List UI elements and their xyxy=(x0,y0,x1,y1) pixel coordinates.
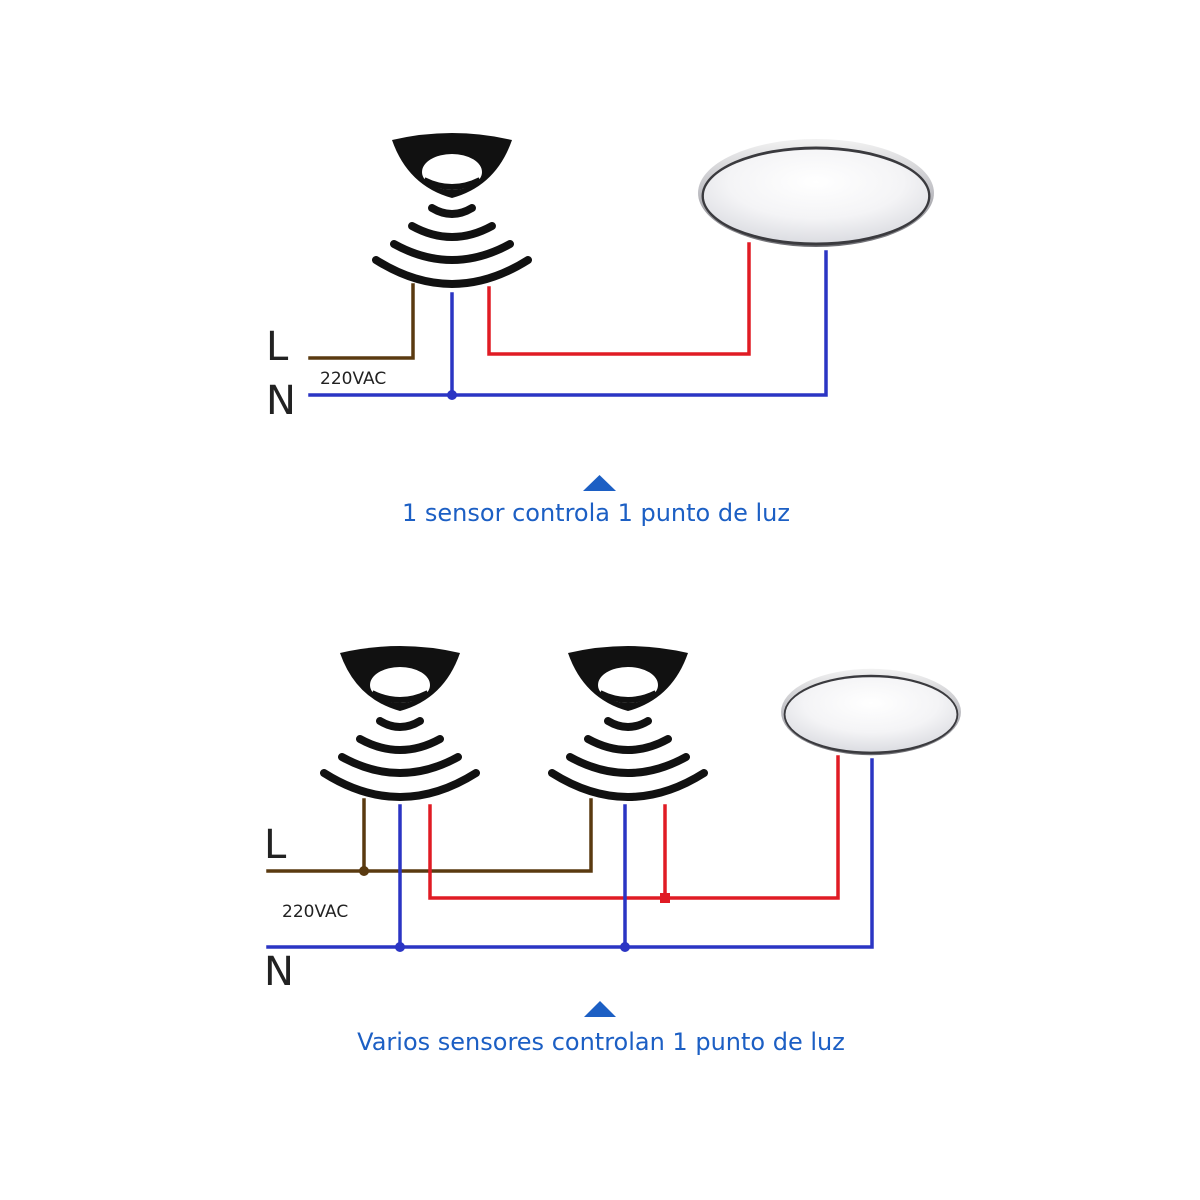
junction-dot xyxy=(359,866,369,876)
motion-sensor-icon xyxy=(376,133,528,284)
live-wire xyxy=(308,283,415,360)
diagram-multiple-sensors: L 220VAC N Varios sensores controlan 1 p… xyxy=(264,646,961,1056)
diagram-single-sensor: L 220VAC N 1 sensor controla 1 punto de … xyxy=(266,133,934,527)
motion-sensor-icon xyxy=(324,646,476,797)
caption: Varios sensores controlan 1 punto de luz xyxy=(357,1028,845,1056)
triangle-up-icon xyxy=(583,475,616,491)
switched-wire xyxy=(487,242,751,356)
triangle-up-icon xyxy=(584,1001,616,1017)
ceiling-lamp-icon xyxy=(698,139,934,247)
motion-sensor-icon xyxy=(552,646,704,797)
neutral-label: N xyxy=(266,378,296,424)
neutral-label: N xyxy=(264,949,294,995)
line-label: L xyxy=(266,324,289,370)
neutral-wire xyxy=(266,758,874,949)
junction-dot xyxy=(620,942,630,952)
line-label: L xyxy=(264,822,287,868)
junction-dot xyxy=(660,893,670,903)
switched-wire xyxy=(428,755,840,900)
caption: 1 sensor controla 1 punto de luz xyxy=(402,499,790,527)
live-wire xyxy=(266,798,593,873)
ceiling-lamp-icon xyxy=(781,668,961,756)
junction-dot xyxy=(447,390,457,400)
junction-dot xyxy=(395,942,405,952)
voltage-label: 220VAC xyxy=(320,369,386,389)
voltage-label: 220VAC xyxy=(282,902,348,922)
neutral-wire xyxy=(308,250,828,397)
